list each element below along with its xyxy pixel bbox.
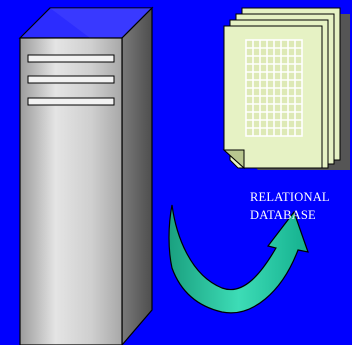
- relational-database-pages-icon: [222, 7, 350, 170]
- server-tower-icon: [18, 6, 154, 345]
- database-label-line1: RELATIONAL: [250, 190, 330, 204]
- database-label: RELATIONAL DATABASE: [250, 188, 350, 224]
- curved-transfer-arrow-icon: [168, 204, 309, 314]
- database-label-line2: DATABASE: [250, 208, 316, 222]
- table-grid: [245, 39, 303, 137]
